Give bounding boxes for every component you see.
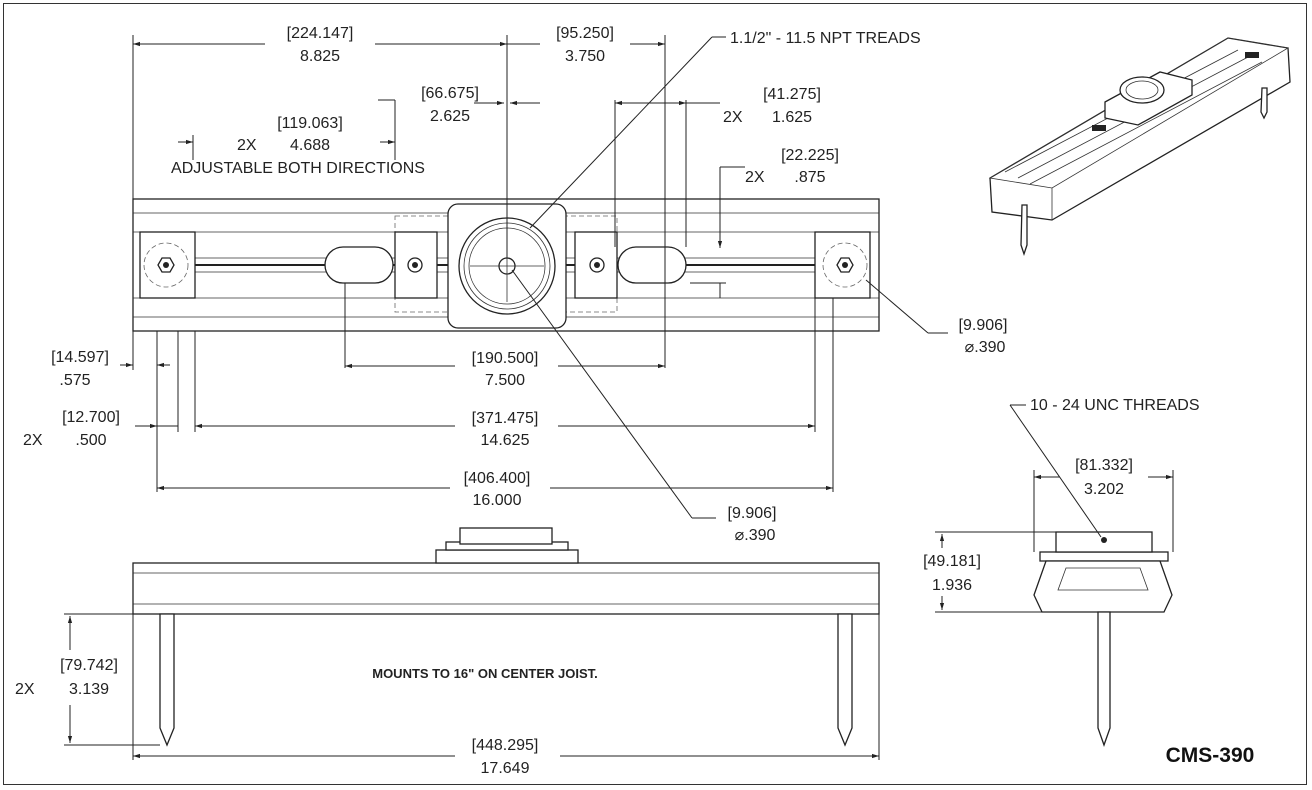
part-number: CMS-390 <box>1166 744 1255 767</box>
end-spike <box>1097 611 1111 747</box>
dim-406-in: 16.000 <box>473 492 522 509</box>
note-mounts: MOUNTS TO 16" ON CENTER JOIST. <box>372 666 598 681</box>
dim-79-mm: [79.742] <box>60 657 118 674</box>
dim-224-in: 8.825 <box>300 48 340 65</box>
dim-41-mm: [41.275] <box>763 86 821 103</box>
dim-22-in: .875 <box>794 169 825 186</box>
spike-left <box>159 613 175 747</box>
dim-448-mm: [448.295] <box>472 737 539 754</box>
dim-81-mm: [81.332] <box>1075 457 1133 474</box>
dim-119-in: 4.688 <box>290 137 330 154</box>
dim-41-mult: 2X <box>723 109 743 126</box>
drawing-frame <box>3 3 1307 785</box>
dim-79-in: 3.139 <box>69 681 109 698</box>
dim-81-in: 3.202 <box>1084 481 1124 498</box>
side-view <box>64 527 880 760</box>
side-rail <box>132 562 880 615</box>
dim-190-mm: [190.500] <box>472 350 539 367</box>
dim-12-mm: [12.700] <box>62 409 120 426</box>
dim-371-mm: [371.475] <box>472 410 539 427</box>
dim-406-mm: [406.400] <box>464 470 531 487</box>
isometric-view <box>988 37 1291 257</box>
dimension-labels: [224.147] 8.825 [95.250] 3.750 [66.675] … <box>15 25 1133 777</box>
dim-448-in: 17.649 <box>481 760 530 777</box>
dim-224-mm: [224.147] <box>287 25 354 42</box>
dim-14-mm: [14.597] <box>51 349 109 366</box>
end-view <box>935 404 1174 747</box>
dim-66-in: 2.625 <box>430 108 470 125</box>
note-npt-threads: 1.1/2" - 11.5 NPT TREADS <box>730 30 921 47</box>
spike-right <box>837 613 853 747</box>
dim-9b-in: ⌀.390 <box>965 339 1006 356</box>
dim-12-mult: 2X <box>23 432 43 449</box>
dim-119-mult: 2X <box>237 137 257 154</box>
dim-14-in: .575 <box>59 372 90 389</box>
note-adjustable: ADJUSTABLE BOTH DIRECTIONS <box>171 160 425 177</box>
top-view-dimensions <box>120 35 948 519</box>
dim-95-in: 3.750 <box>565 48 605 65</box>
note-unc-threads: 10 - 24 UNC THREADS <box>1030 397 1200 414</box>
dim-49-mm: [49.181] <box>923 553 981 570</box>
dim-190-in: 7.500 <box>485 372 525 389</box>
slot-left <box>324 246 394 284</box>
end-body <box>1033 560 1173 613</box>
dim-9b-mm: [9.906] <box>959 317 1008 334</box>
dim-9a-in: ⌀.390 <box>735 527 776 544</box>
drawing-notes: 1.1/2" - 11.5 NPT TREADS 10 - 24 UNC THR… <box>372 30 1254 767</box>
dim-66-mm: [66.675] <box>421 85 479 102</box>
dim-95-mm: [95.250] <box>556 25 614 42</box>
dim-49-in: 1.936 <box>932 577 972 594</box>
dim-12-in: .500 <box>75 432 106 449</box>
dim-119-mm: [119.063] <box>277 115 343 132</box>
dim-22-mm: [22.225] <box>781 147 839 164</box>
top-view <box>132 198 880 332</box>
dim-22-mult: 2X <box>745 169 765 186</box>
slot-right <box>617 246 687 284</box>
dim-79-mult: 2X <box>15 681 35 698</box>
dim-41-in: 1.625 <box>772 109 812 126</box>
dim-371-in: 14.625 <box>481 432 530 449</box>
dim-9a-mm: [9.906] <box>728 505 777 522</box>
